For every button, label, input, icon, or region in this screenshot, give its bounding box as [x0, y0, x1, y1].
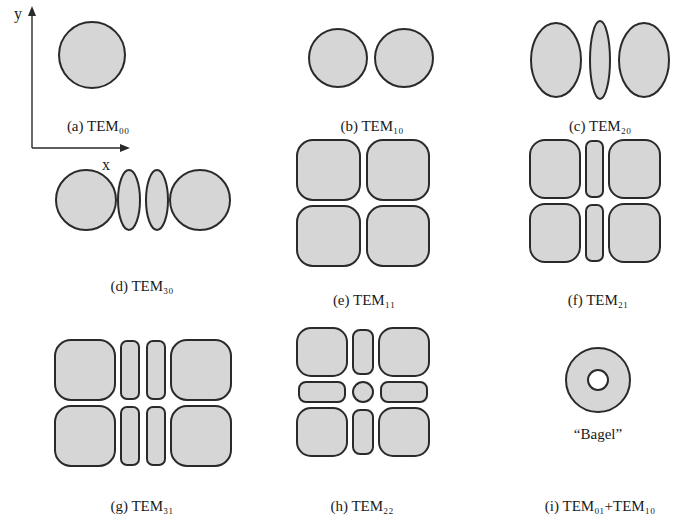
mode-b	[309, 29, 433, 87]
axis-label: y	[14, 5, 22, 23]
mode-h	[297, 328, 429, 456]
mode-a	[59, 22, 125, 88]
mode-caption: (f) TEM₂₁	[568, 292, 629, 309]
mode-g	[55, 340, 231, 466]
mode-caption: (h) TEM₂₂	[330, 498, 393, 515]
mode-i	[566, 348, 630, 412]
mode-caption: (a) TEM₀₀	[67, 118, 129, 135]
axis-label: x	[102, 156, 110, 174]
mode-caption: (d) TEM₃₀	[110, 278, 173, 295]
mode-d	[56, 170, 230, 230]
mode-caption: (g) TEM₃₁	[110, 498, 173, 515]
mode-e	[297, 140, 429, 266]
mode-name: “Bagel”	[574, 426, 622, 443]
mode-caption: (b) TEM₁₀	[340, 118, 403, 135]
mode-c	[531, 21, 669, 99]
mode-caption: (e) TEM₁₁	[333, 292, 395, 309]
mode-caption: (i) TEM₀₁+TEM₁₀	[545, 498, 655, 515]
mode-caption: (c) TEM₂₀	[569, 118, 631, 135]
axes	[28, 6, 130, 152]
mode-f	[530, 140, 660, 262]
